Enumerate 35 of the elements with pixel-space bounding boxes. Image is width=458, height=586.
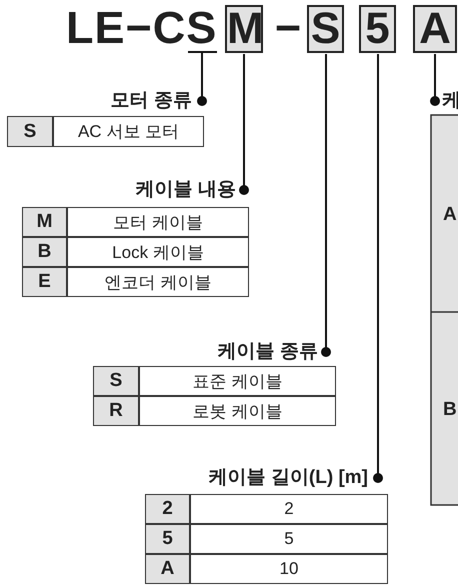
code-box: A	[413, 5, 457, 53]
code-cell: E	[22, 267, 67, 297]
separator-dash: −	[274, 4, 302, 52]
description-cell: 2	[190, 494, 388, 524]
code-letter: A	[443, 203, 457, 227]
description-cell: 10	[190, 554, 388, 584]
code-cell: M	[22, 207, 67, 237]
description-cell: AC 서보 모터	[53, 116, 204, 147]
description-cell: 5	[190, 524, 388, 554]
leader-line	[373, 54, 383, 483]
code-box: S	[307, 5, 344, 53]
option-heading: 케이블 내용	[104, 178, 236, 202]
code-letter: B	[443, 398, 457, 422]
leader-line	[239, 54, 249, 195]
option-heading: 케이블 종류	[184, 340, 318, 364]
code-cell: 2	[145, 494, 190, 524]
code-cell: 5	[145, 524, 190, 554]
description-cell: 모터 케이블	[67, 207, 249, 237]
code-cell: S	[7, 116, 53, 147]
description-cell: 로봇 케이블	[139, 396, 336, 426]
code-cell: B	[22, 237, 67, 267]
code-cell: A	[145, 554, 190, 584]
description-cell: 엔코더 케이블	[67, 267, 249, 297]
model-code: LE−CS	[66, 4, 220, 52]
code-cell: R	[93, 396, 139, 426]
code-box: M	[225, 5, 263, 53]
code-box: 5	[359, 5, 396, 53]
leader-line	[197, 53, 207, 106]
option-heading: 케이블 길이(L) [m]	[163, 466, 368, 490]
description-cell: Lock 케이블	[67, 237, 249, 267]
code-cell: S	[93, 366, 139, 396]
leader-line	[321, 54, 331, 357]
leader-line	[430, 54, 440, 106]
option-heading: 모터 종류	[88, 89, 192, 113]
description-cell: 표준 케이블	[139, 366, 336, 396]
